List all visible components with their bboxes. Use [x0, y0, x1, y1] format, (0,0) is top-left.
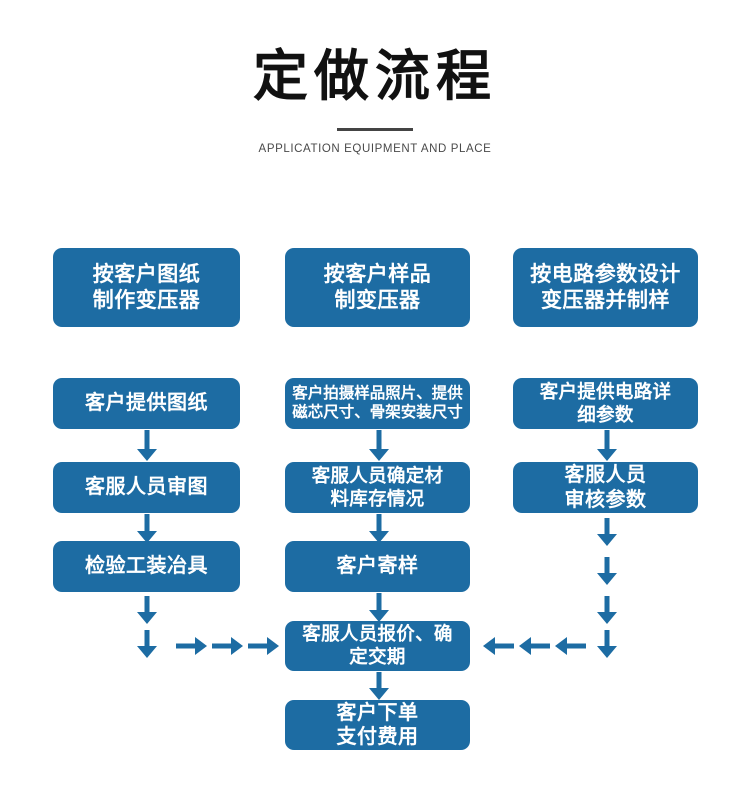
node-circuit-step-1[interactable]: 客户提供电路详 细参数 [513, 378, 698, 429]
node-drawing-step-3[interactable]: 检验工装冶具 [53, 541, 240, 592]
node-sample-step-3[interactable]: 客户寄样 [285, 541, 470, 592]
node-sample-step-2[interactable]: 客服人员确定材 料库存情况 [285, 462, 470, 513]
node-sample-step-4[interactable]: 客服人员报价、确 定交期 [285, 621, 470, 671]
arrow-left-icon-2 [518, 635, 550, 657]
arrow-down-icon-drawing-2 [135, 514, 159, 544]
arrow-down-icon-circuit-2 [595, 518, 619, 548]
node-drawing-step-2[interactable]: 客服人员审图 [53, 462, 240, 513]
arrow-down-icon-sample-3 [367, 593, 391, 623]
arrow-left-icon-1 [554, 635, 586, 657]
arrow-down-icon-drawing-1 [135, 430, 159, 462]
arrow-down-icon-sample-2 [367, 514, 391, 544]
arrow-down-icon-circuit-3 [595, 557, 619, 587]
arrow-down-icon-sample-1 [367, 430, 391, 462]
node-drawing-step-1[interactable]: 客户提供图纸 [53, 378, 240, 429]
arrow-down-icon-sample-4 [367, 672, 391, 702]
arrow-down-icon-circuit-1 [595, 430, 619, 462]
page-title: 定做流程 [252, 45, 497, 107]
arrow-down-icon-circuit-4 [595, 596, 619, 626]
node-circuit-step-2[interactable]: 客服人员 审核参数 [513, 462, 698, 513]
column-header-sample[interactable]: 按客户样品 制变压器 [285, 248, 470, 327]
title-divider [337, 128, 413, 131]
page-subtitle: APPLICATION EQUIPMENT AND PLACE [258, 143, 492, 155]
node-sample-step-1[interactable]: 客户拍摄样品照片、提供 磁芯尺寸、骨架安装尺寸 [285, 378, 470, 429]
arrow-right-icon-2 [212, 635, 244, 657]
arrow-right-icon-3 [248, 635, 280, 657]
node-sample-step-5[interactable]: 客户下单 支付费用 [285, 700, 470, 750]
column-header-drawing[interactable]: 按客户图纸 制作变压器 [53, 248, 240, 327]
arrow-down-icon-circuit-5 [595, 630, 619, 660]
arrow-left-icon-3 [482, 635, 514, 657]
arrow-down-icon-drawing-4 [135, 630, 159, 660]
arrow-right-icon-1 [176, 635, 208, 657]
column-header-circuit[interactable]: 按电路参数设计 变压器并制样 [513, 248, 698, 327]
page-header: 定做流程 APPLICATION EQUIPMENT AND PLACE [0, 0, 750, 155]
arrow-down-icon-drawing-3 [135, 596, 159, 626]
